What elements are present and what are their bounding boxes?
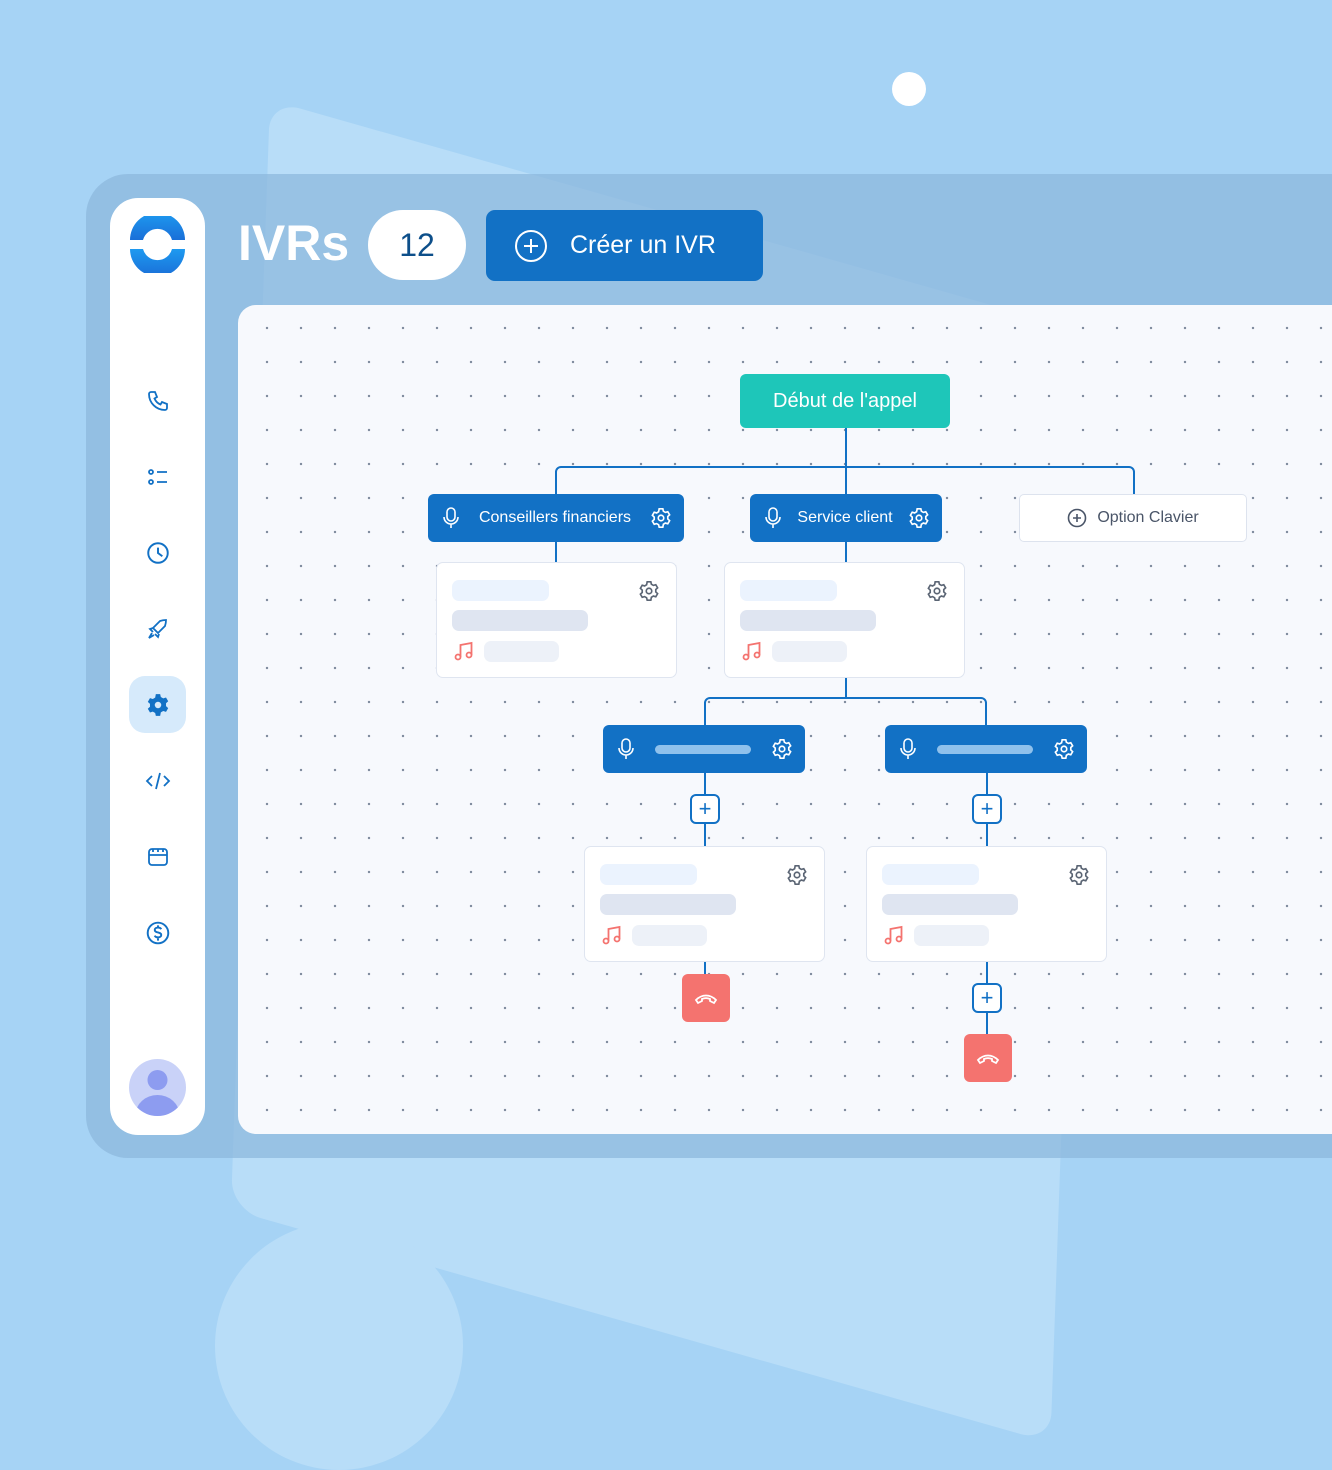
hangup-icon (976, 1054, 1000, 1065)
add-step-button[interactable]: + (972, 983, 1002, 1013)
add-keypad-option-button[interactable]: Option Clavier (1019, 494, 1247, 542)
branch-node-conseillers[interactable]: Conseillers financiers (428, 494, 684, 542)
sidebar-item-developer[interactable] (129, 752, 186, 809)
phone-icon (147, 390, 168, 411)
logo-icon (130, 216, 185, 273)
microphone-icon (765, 507, 781, 528)
sidebar-item-store[interactable] (129, 828, 186, 885)
list-icon (147, 468, 167, 485)
music-note-icon (742, 641, 761, 661)
gear-icon[interactable] (926, 580, 948, 602)
sidebar-item-settings[interactable] (129, 676, 186, 733)
audio-placeholder (632, 925, 707, 946)
flow-canvas[interactable] (238, 305, 1332, 1134)
message-card[interactable] (866, 846, 1107, 962)
music-note-icon (602, 925, 621, 945)
hangup-icon (694, 994, 718, 1005)
gear-icon[interactable] (650, 507, 672, 529)
avatar[interactable] (129, 1059, 186, 1116)
gear-icon[interactable] (908, 507, 930, 529)
ivr-count-badge: 12 (368, 210, 466, 280)
gear-icon[interactable] (1053, 738, 1075, 760)
hangup-node[interactable] (682, 974, 730, 1022)
microphone-icon (443, 507, 459, 528)
sidebar-item-list[interactable] (129, 448, 186, 505)
title-placeholder (882, 864, 979, 885)
text-placeholder (452, 610, 588, 631)
text-placeholder (882, 894, 1018, 915)
gear-icon (147, 693, 168, 716)
gear-icon[interactable] (771, 738, 793, 760)
plus-circle-icon (515, 229, 547, 262)
sidebar (110, 198, 205, 1135)
music-note-icon (454, 641, 473, 661)
title-placeholder (740, 580, 837, 601)
sub-branch-node[interactable] (603, 725, 805, 773)
audio-placeholder (484, 641, 559, 662)
audio-placeholder (914, 925, 989, 946)
dollar-icon (146, 921, 169, 944)
microphone-icon (618, 738, 634, 759)
message-card[interactable] (584, 846, 825, 962)
gear-icon[interactable] (638, 580, 660, 602)
music-note-icon (884, 925, 903, 945)
call-start-node[interactable]: Début de l'appel (740, 374, 950, 428)
branch-label: Conseillers financiers (478, 509, 632, 526)
label-placeholder (937, 744, 1033, 754)
text-placeholder (600, 894, 736, 915)
plus-circle-icon (1068, 508, 1087, 528)
title-placeholder (600, 864, 697, 885)
label-placeholder (655, 744, 751, 754)
audio-placeholder (772, 641, 847, 662)
branch-node-service-client[interactable]: Service client (750, 494, 942, 542)
sidebar-item-launch[interactable] (129, 600, 186, 657)
add-step-button[interactable]: + (972, 794, 1002, 824)
message-card[interactable] (436, 562, 677, 678)
microphone-icon (900, 738, 916, 759)
user-icon (135, 1070, 180, 1116)
create-ivr-button[interactable]: Créer un IVR (486, 210, 763, 281)
sidebar-item-calls[interactable] (129, 372, 186, 429)
add-step-button[interactable]: + (690, 794, 720, 824)
message-card[interactable] (724, 562, 965, 678)
title-placeholder (452, 580, 549, 601)
text-placeholder (740, 610, 876, 631)
gear-icon[interactable] (786, 864, 808, 886)
sidebar-item-history[interactable] (129, 524, 186, 581)
clock-icon (146, 541, 169, 564)
sub-branch-node[interactable] (885, 725, 1087, 773)
background-dot (892, 72, 926, 106)
add-keypad-option-label: Option Clavier (1097, 509, 1199, 526)
code-icon (145, 772, 170, 789)
branch-label: Service client (797, 509, 893, 526)
page-title: IVRs (238, 215, 350, 271)
store-icon (147, 847, 168, 866)
create-ivr-label: Créer un IVR (570, 231, 716, 259)
hangup-node[interactable] (964, 1034, 1012, 1082)
rocket-icon (147, 618, 167, 639)
sidebar-item-billing[interactable] (129, 904, 186, 961)
gear-icon[interactable] (1068, 864, 1090, 886)
